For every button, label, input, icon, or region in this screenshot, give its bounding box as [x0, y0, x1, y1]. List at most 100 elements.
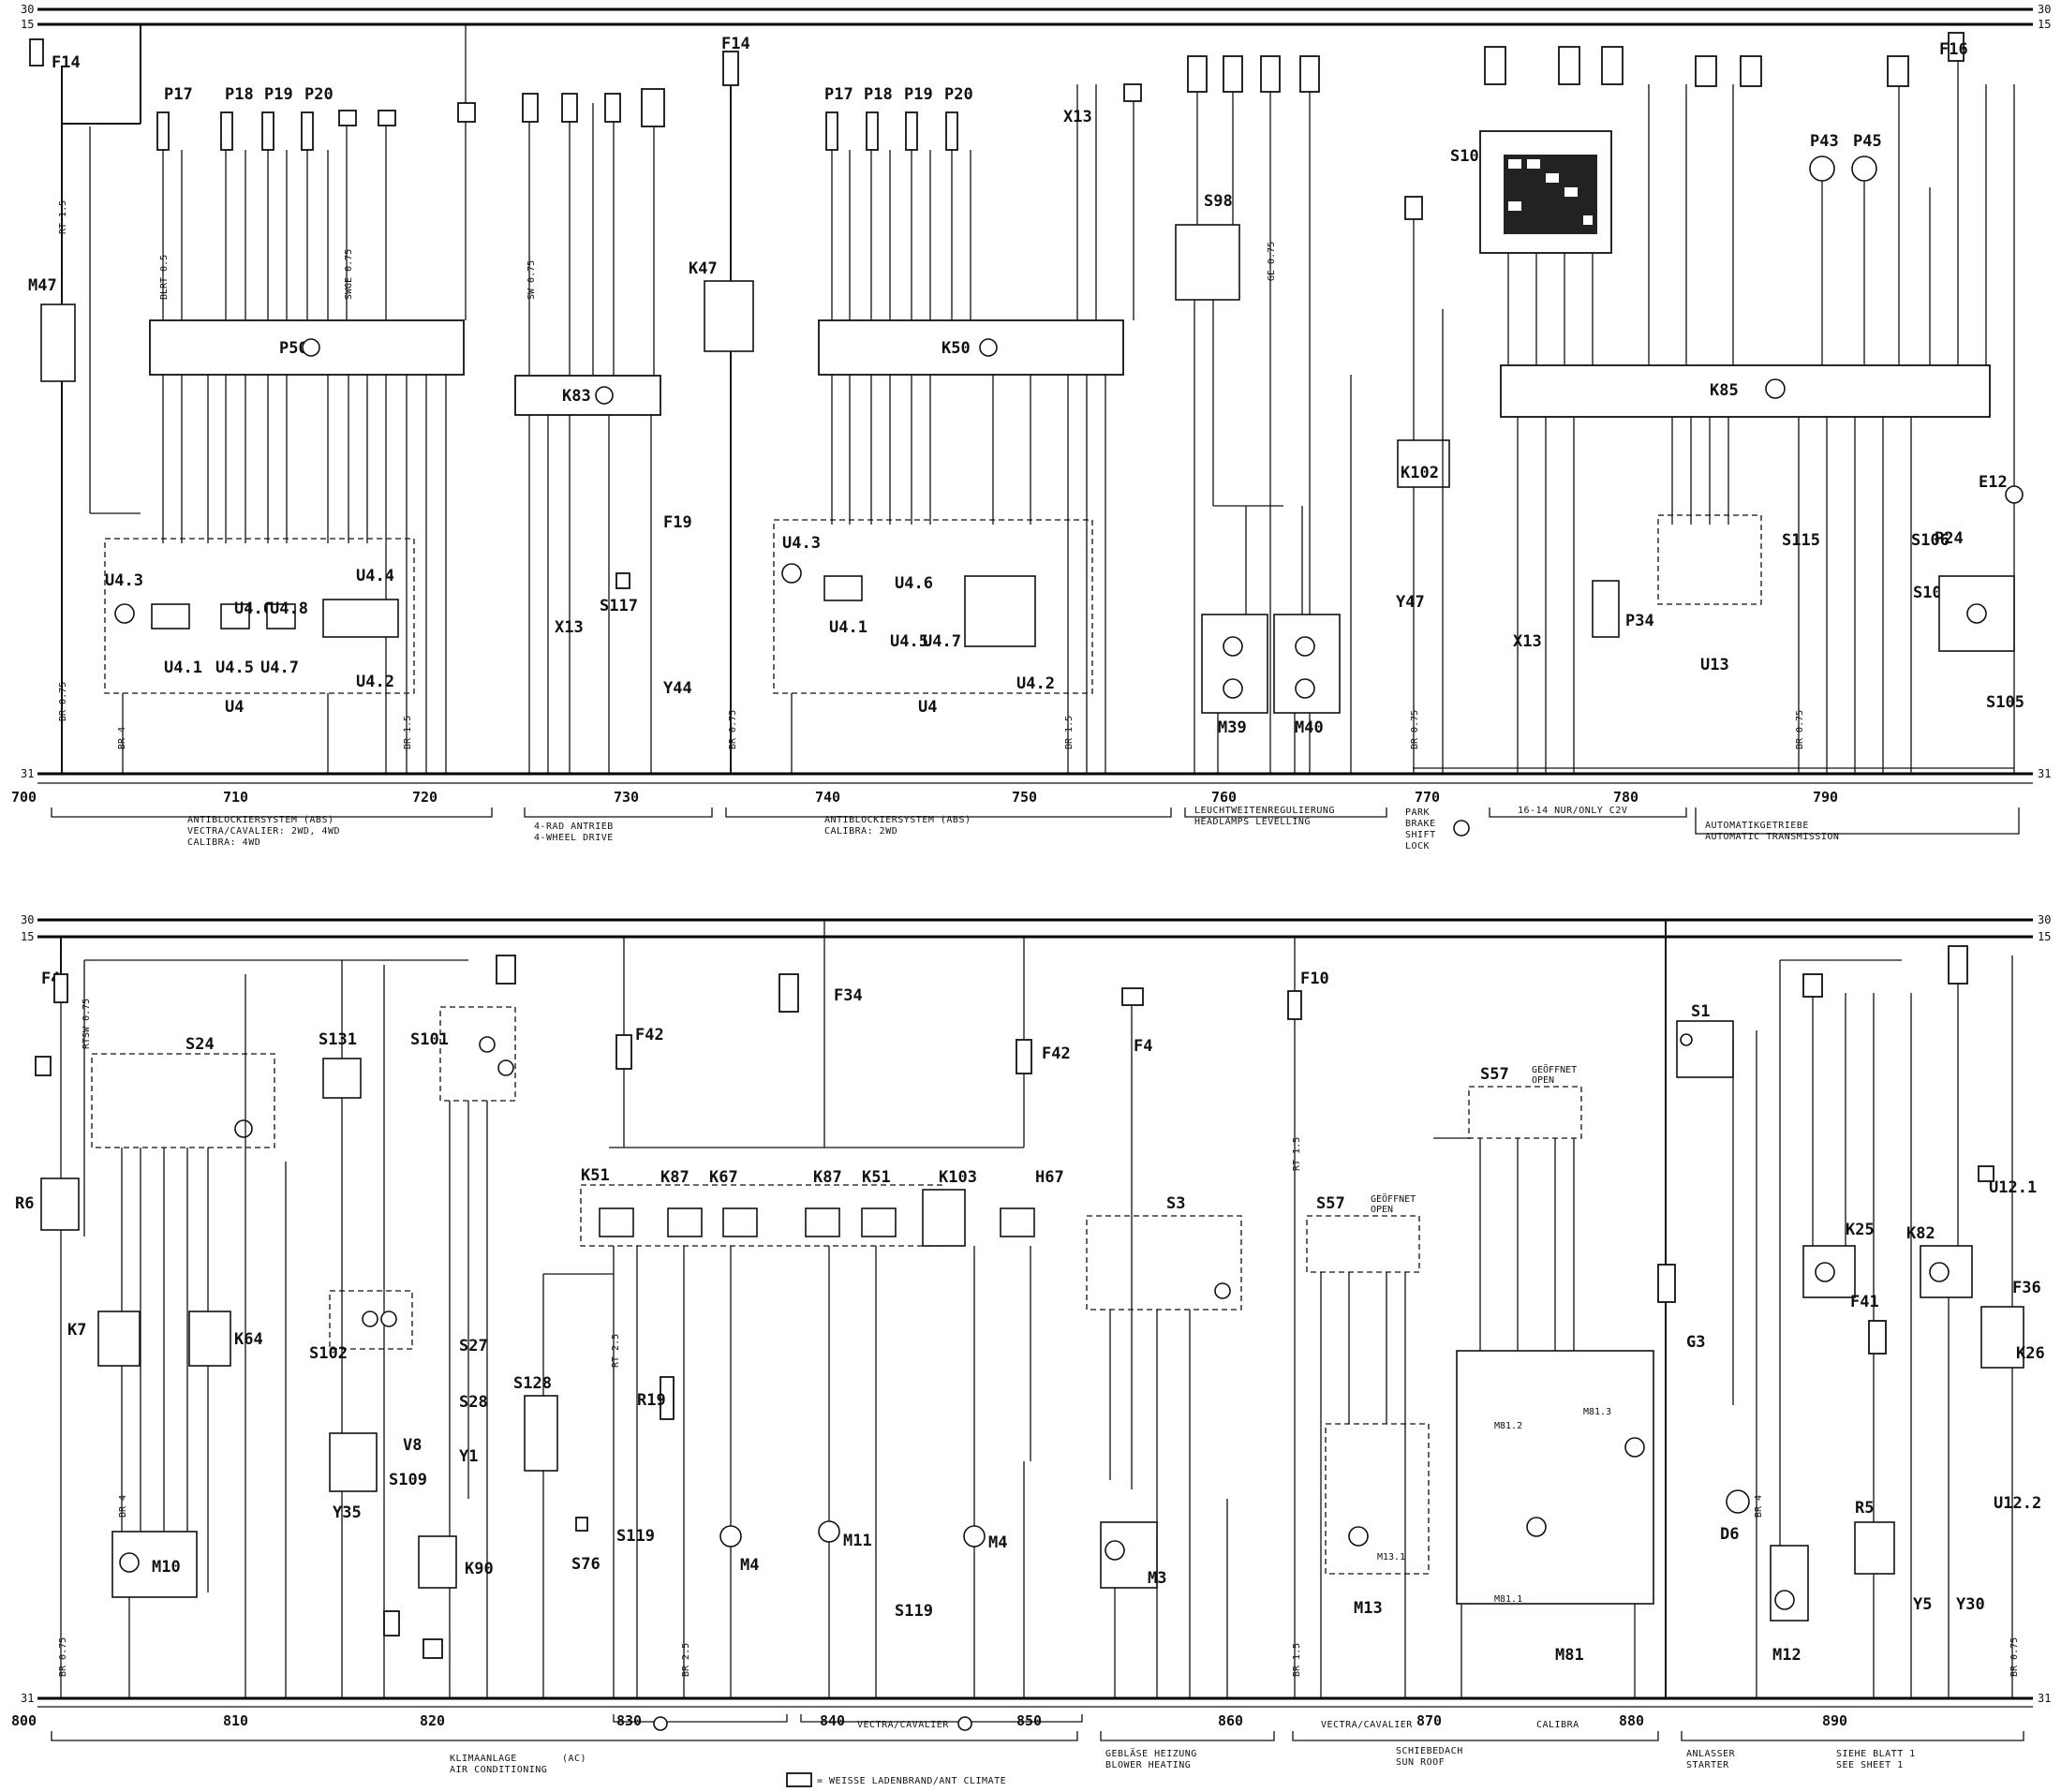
sec-abs-3: CALIBRA: 4WD — [187, 837, 260, 848]
label-k51: K51 — [581, 1166, 610, 1185]
label-p19: P19 — [264, 85, 293, 104]
label-s119b: S119 — [895, 1602, 933, 1621]
lamp-s24 — [234, 1119, 253, 1138]
label-k87b: K87 — [813, 1168, 842, 1187]
diode-d6 — [1726, 1489, 1750, 1514]
label-p50: P50 — [279, 339, 308, 358]
wire-label-17: BR 2.5 — [681, 1643, 691, 1677]
switch-s117 — [615, 572, 630, 589]
wire-label-14: RTSW 0.75 — [82, 999, 92, 1049]
fuse-at-5 — [1740, 55, 1762, 87]
label-p34: P34 — [1625, 612, 1654, 630]
label-u45b: U4.5 — [890, 632, 928, 651]
fuse-at-6 — [1887, 55, 1909, 87]
connector-4wd-2 — [561, 93, 578, 123]
label-s98: S98 — [1204, 192, 1233, 211]
ignition-key-symbol — [1680, 1033, 1693, 1046]
bus-15-left: 15 — [21, 18, 34, 31]
relay-m47 — [40, 304, 76, 382]
sec-lwr-2: HEADLAMPS LEVELLING — [1194, 817, 1311, 827]
fuse-f14 — [29, 38, 44, 67]
scale-860: 860 — [1218, 1712, 1243, 1729]
park-brake-shift-lock: Y47 K102 — [1396, 196, 1450, 774]
sec-park: PARK — [1405, 807, 1430, 818]
label-h67: H67 — [1035, 1168, 1064, 1187]
sec-abs2-2: CALIBRA: 2WD — [824, 826, 897, 837]
fuse-hl-1 — [1187, 55, 1208, 93]
label-s24: S24 — [185, 1035, 215, 1054]
connector-4wd-4 — [641, 88, 665, 127]
abs-block-1: F14 M47 P17 P18 P19 P20 P50 — [28, 24, 476, 774]
fuse-st-1 — [1802, 973, 1823, 998]
label-u4b: U4 — [918, 698, 937, 717]
4wd-block: K83 X13 S117 F19 Y44 — [514, 88, 692, 774]
label-p43: P43 — [1810, 132, 1839, 151]
motor-m10-symbol — [119, 1552, 140, 1573]
scale-730: 730 — [614, 789, 639, 806]
label-m12: M12 — [1772, 1646, 1802, 1665]
label-k83: K83 — [562, 387, 591, 406]
fuse-f42 — [615, 1034, 632, 1070]
label-u12-1: U12.1 — [1989, 1178, 2037, 1197]
label-p18: P18 — [225, 85, 254, 104]
cooling-fan-relays: F42 F34 F42 K51 K87 K67 K87 K51 K103 H67 — [513, 920, 1071, 1698]
wire-label-1: BR 0.75 — [58, 682, 68, 721]
sensor-p20 — [301, 111, 314, 151]
label-p18b: P18 — [864, 85, 893, 104]
fuse-at-1 — [1484, 46, 1506, 85]
label-y47: Y47 — [1396, 593, 1425, 612]
label-m13-1: M13.1 — [1377, 1552, 1405, 1562]
switch-s24 — [91, 1053, 275, 1148]
label-s117: S117 — [600, 597, 638, 615]
sec-vectra-1: VECTRA/CAVALIER — [857, 1720, 949, 1730]
connector-x3 — [457, 102, 476, 123]
sec-lwr-1: LEUCHTWEITENREGULIERUNG — [1194, 806, 1335, 816]
switch-s57-vectra — [1306, 1215, 1420, 1273]
label-u47b: U4.7 — [923, 632, 961, 651]
module-k50b-symbol — [979, 338, 998, 357]
label-p17b: P17 — [824, 85, 853, 104]
circle-830 — [653, 1716, 668, 1731]
bus2-31-right: 31 — [2038, 1692, 2051, 1705]
label-k102: K102 — [1401, 464, 1439, 482]
scale-710: 710 — [223, 789, 248, 806]
air-conditioning: F4 S24 R6 K7 K64 M10 S131 S101 — [15, 937, 516, 1698]
bus2-15-right: 15 — [2038, 930, 2051, 943]
resistor-r6 — [40, 1177, 80, 1231]
top-bus-lines: 30 15 31 30 15 31 — [21, 3, 2051, 780]
motor-m3-symbol — [1105, 1540, 1125, 1561]
label-u47: U4.7 — [260, 659, 299, 677]
bottom-bus-lines: 30 15 31 30 15 31 — [21, 913, 2051, 1705]
label-y5: Y5 — [1913, 1595, 1932, 1614]
fuse-hl-3 — [1260, 55, 1281, 93]
top-scale: 700 710 720 730 740 750 760 770 780 790 — [11, 782, 2033, 806]
switch-s57-calibra — [1468, 1086, 1582, 1139]
connector-s24 — [35, 1056, 52, 1076]
label-k90: K90 — [465, 1560, 494, 1578]
sec-sunroof-1: SCHIEBEDACH — [1396, 1746, 1463, 1756]
scale-750: 750 — [1012, 789, 1037, 806]
label-p45: P45 — [1853, 132, 1882, 151]
label-k87: K87 — [660, 1168, 689, 1187]
scale-810: 810 — [223, 1712, 248, 1729]
label-k85: K85 — [1710, 381, 1739, 400]
unit-u4 — [104, 538, 415, 694]
label-m3: M3 — [1148, 1569, 1166, 1588]
label-m13: M13 — [1354, 1599, 1383, 1618]
relay-u42b — [964, 575, 1036, 647]
label-s3: S3 — [1166, 1194, 1185, 1213]
label-u42b: U4.2 — [1016, 674, 1055, 693]
switch-s76 — [575, 1517, 588, 1532]
fuse-hl-2 — [1223, 55, 1243, 93]
fuse-at-2 — [1558, 46, 1580, 85]
sensor-y35 — [329, 1432, 378, 1492]
label-x13: X13 — [555, 618, 584, 637]
label-s105: S105 — [1986, 693, 2024, 712]
relay-k67-coil — [722, 1207, 758, 1237]
label-f4b: F4 — [1134, 1037, 1152, 1056]
label-f34: F34 — [834, 986, 863, 1005]
connector-x2 — [378, 110, 396, 126]
label-m81-1: M81.1 — [1494, 1594, 1522, 1605]
glow-resistor-r5 — [1854, 1521, 1895, 1575]
